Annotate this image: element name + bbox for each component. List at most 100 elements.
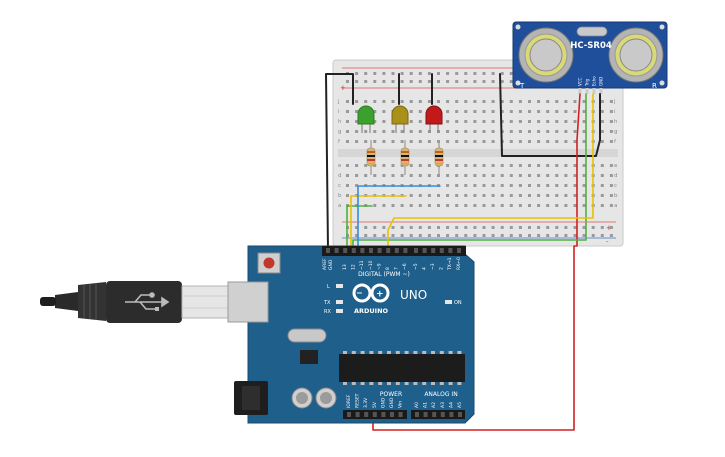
breadboard-hole (446, 72, 450, 75)
chip-pin (351, 351, 356, 354)
breadboard-hole (537, 226, 541, 229)
breadboard-hole (446, 140, 450, 143)
breadboard-hole (555, 140, 559, 143)
breadboard-hole (446, 234, 450, 237)
resistor-1[interactable] (366, 140, 376, 175)
breadboard-hole (373, 226, 377, 229)
header-socket[interactable] (449, 412, 454, 417)
chip-pin (431, 382, 435, 385)
led-tx (336, 300, 343, 304)
digital-pin-label: 13 (342, 264, 348, 270)
breadboard-hole (382, 72, 386, 75)
header-socket[interactable] (414, 248, 418, 253)
breadboard-hole (509, 174, 513, 177)
header-socket[interactable] (386, 248, 391, 253)
breadboard-hole (600, 120, 604, 123)
breadboard-hole (528, 110, 531, 113)
usb-cable[interactable] (40, 281, 229, 323)
breadboard-hole (537, 184, 541, 187)
header-socket[interactable] (369, 248, 373, 253)
header-socket[interactable] (457, 248, 461, 253)
power-pin-label: Vin (398, 401, 404, 408)
header-socket[interactable] (415, 412, 419, 417)
breadboard-hole (455, 100, 459, 103)
breadboard-hole (528, 100, 531, 103)
breadboard-hole (346, 120, 349, 123)
header-socket[interactable] (440, 412, 445, 417)
header-socket[interactable] (403, 248, 408, 253)
row-label: e (614, 163, 618, 169)
header-socket[interactable] (347, 412, 351, 417)
header-socket[interactable] (351, 248, 356, 253)
breadboard-hole (600, 100, 604, 103)
header-socket[interactable] (439, 248, 444, 253)
power-header-label: POWER (380, 391, 402, 398)
breadboard-hole (546, 174, 550, 177)
header-socket[interactable] (458, 412, 462, 417)
header-socket[interactable] (432, 412, 437, 417)
breadboard-hole (600, 226, 604, 229)
led-yellow[interactable] (391, 105, 409, 133)
sensor-mount-hole (515, 80, 521, 86)
breadboard-hole (355, 184, 359, 187)
breadboard-hole (382, 164, 386, 167)
header-socket[interactable] (448, 248, 453, 253)
breadboard-hole (355, 234, 359, 237)
header-socket[interactable] (422, 248, 427, 253)
header-socket[interactable] (372, 412, 377, 417)
resistor-2[interactable] (400, 140, 410, 175)
header-socket[interactable] (381, 412, 386, 417)
breadboard-hole (364, 100, 368, 103)
breadboard-hole (346, 184, 349, 187)
breadboard-hole (564, 110, 568, 113)
breadboard-hole (528, 140, 531, 143)
breadboard-hole (518, 164, 522, 167)
breadboard-hole (555, 194, 559, 197)
breadboard-hole (464, 80, 468, 83)
led-red[interactable] (425, 105, 443, 133)
analog-pin-label: A2 (431, 402, 437, 408)
header-socket[interactable] (360, 248, 365, 253)
header-socket[interactable] (377, 248, 382, 253)
breadboard-hole (391, 164, 395, 167)
led-l-label: L (327, 284, 330, 290)
breadboard-hole (482, 184, 486, 187)
breadboard-hole (509, 164, 513, 167)
breadboard-hole (546, 226, 550, 229)
digital-pin-label: ~10 (368, 260, 374, 270)
resistor-3[interactable] (434, 140, 444, 175)
led-on (445, 300, 452, 304)
breadboard-hole (418, 120, 422, 123)
header-socket[interactable] (364, 412, 369, 417)
breadboard-hole (482, 226, 486, 229)
header-socket[interactable] (355, 412, 360, 417)
header-socket[interactable] (334, 248, 339, 253)
row-label: d (614, 173, 618, 179)
breadboard-hole (473, 72, 477, 75)
header-socket[interactable] (431, 248, 436, 253)
led-green[interactable] (357, 105, 375, 133)
header-socket[interactable] (343, 248, 348, 253)
breadboard-hole (491, 140, 495, 143)
header-socket[interactable] (390, 412, 394, 417)
breadboard-hole (391, 174, 395, 177)
breadboard-hole (600, 194, 604, 197)
header-socket[interactable] (398, 412, 403, 417)
breadboard-hole (373, 234, 377, 237)
led-on-label: ON (454, 300, 462, 306)
breadboard-hole (491, 164, 495, 167)
breadboard-hole (491, 204, 495, 207)
chip-pin (404, 382, 409, 385)
header-socket[interactable] (423, 412, 428, 417)
breadboard-hole (400, 80, 404, 83)
header-socket[interactable] (326, 248, 330, 253)
breadboard-hole (573, 174, 577, 177)
header-socket[interactable] (394, 248, 399, 253)
brand-label: ARDUINO (354, 307, 389, 315)
breadboard-hole (409, 72, 413, 75)
breadboard-hole (409, 164, 413, 167)
